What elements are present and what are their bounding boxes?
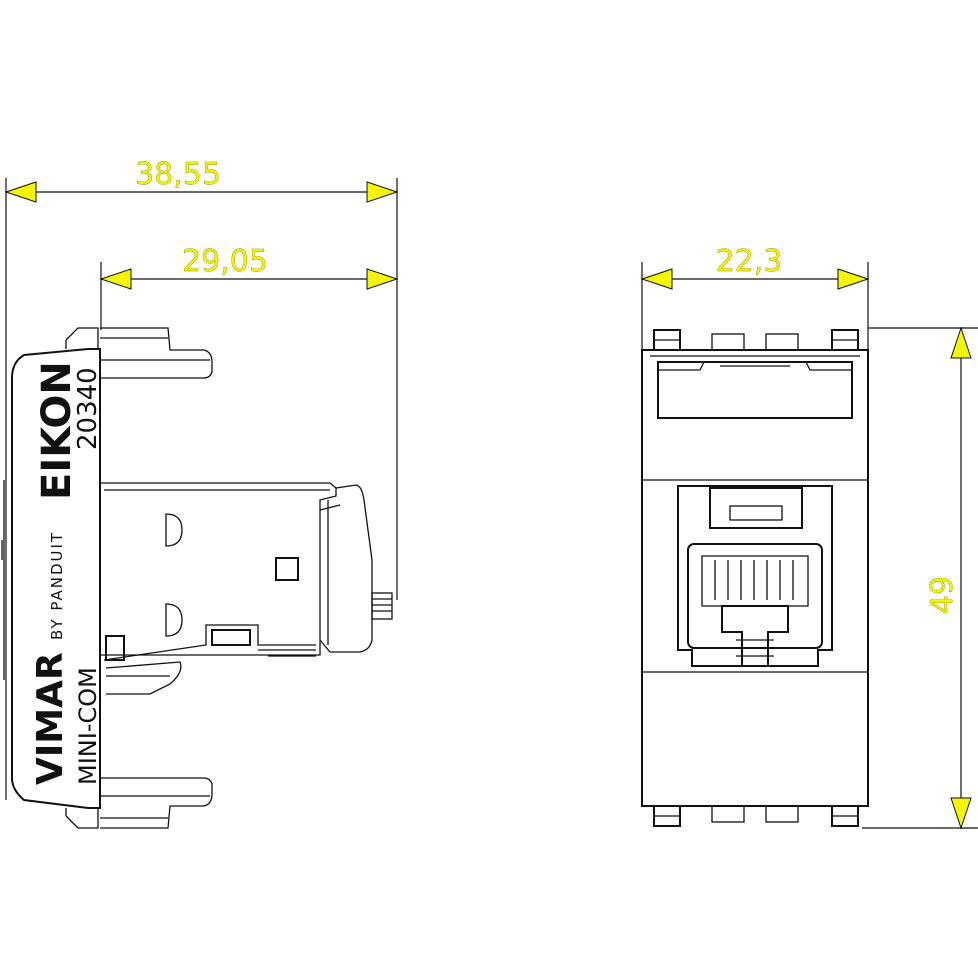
dimension-label-width: 22,3: [716, 244, 783, 279]
product-code: 20340: [73, 367, 103, 450]
brand-by-panduit: BY PANDUIT: [48, 531, 66, 640]
dimension-label-overall-depth: 38,55: [135, 157, 221, 192]
dimension-overall-depth: 38,55: [4, 157, 399, 800]
lower-snap-arm: [100, 777, 213, 829]
front-view: 22,3 49: [640, 244, 978, 830]
side-branding: EIKON 20340 BY PANDUIT VIMAR MINI-COM: [30, 361, 103, 785]
side-view: 38,55 29,05: [1, 157, 399, 829]
dimension-arrow-top: [950, 326, 972, 359]
dimension-arrow-right: [366, 268, 399, 290]
rj45-socket: [677, 485, 833, 667]
front-plate: [1, 327, 101, 829]
dimension-height: 49: [862, 326, 978, 830]
dimension-body-depth: 29,05: [99, 244, 399, 330]
dimension-arrow-bottom: [950, 797, 972, 830]
brand-eikon: EIKON: [34, 361, 80, 500]
dimension-arrow-left: [99, 268, 132, 290]
brand-vimar: VIMAR: [30, 652, 71, 785]
bottom-clips: [653, 805, 859, 827]
upper-snap-arm: [100, 327, 213, 379]
dimension-width: 22,3: [640, 244, 870, 350]
dimension-label-body-depth: 29,05: [182, 244, 268, 279]
front-frame: [641, 349, 869, 807]
dimension-label-height: 49: [925, 576, 960, 614]
product-mini-com: MINI-COM: [74, 667, 102, 785]
top-window: [657, 361, 853, 419]
dimension-arrow-left: [4, 181, 37, 203]
dimension-arrow-right: [366, 181, 399, 203]
jack-body: [100, 482, 393, 695]
dimension-arrow-left: [640, 268, 673, 290]
top-clips: [653, 329, 859, 351]
dimension-arrow-right: [837, 268, 870, 290]
